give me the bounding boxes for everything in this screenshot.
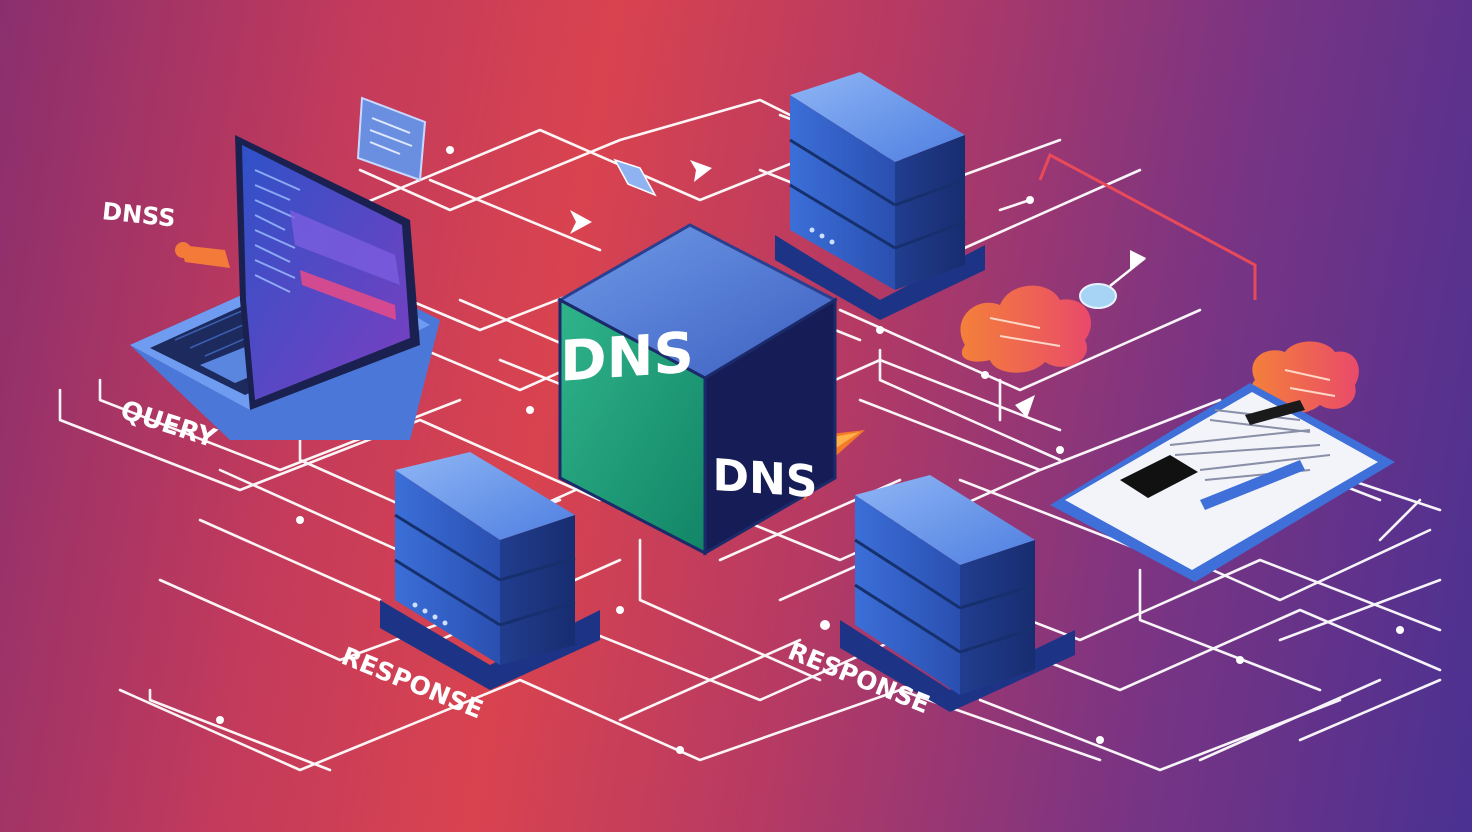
server-icon: [775, 72, 985, 320]
server-icon: [380, 452, 600, 690]
cube-side-label: DNS: [712, 450, 817, 508]
dns-cube: DNS DNS: [556, 223, 839, 556]
tablet-icon: [1050, 383, 1395, 582]
top-left-label: DNSS: [101, 197, 177, 233]
key-icon: [1079, 257, 1146, 309]
server-icon: [840, 475, 1075, 712]
cloud-icon: [175, 242, 230, 268]
cube-front-label: DNS: [560, 321, 694, 395]
document-icon: [356, 96, 427, 182]
laptop-icon: [130, 135, 440, 440]
connector-line-red: [1038, 152, 1257, 300]
cloud-icon: [1250, 341, 1359, 414]
cloud-icon: [960, 285, 1091, 373]
